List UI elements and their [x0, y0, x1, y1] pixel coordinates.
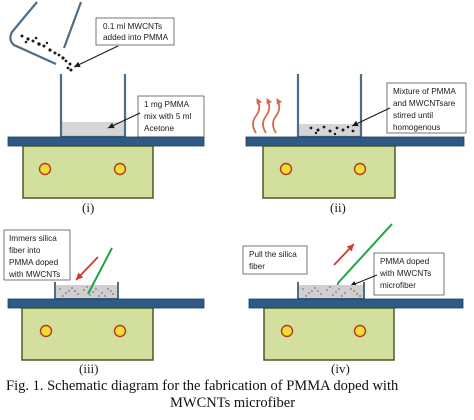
annotation-mwcnts-added: 0.1 ml MWCNTs added into PMMA: [73, 17, 175, 68]
panel-ii: Mixture of PMMA and MWCNTsare stirred un…: [245, 74, 467, 215]
hot-plate: [245, 136, 465, 199]
annotation-line: fiber: [249, 262, 265, 271]
panel-i: 0.1 ml MWCNTs added into PMMA 1 mg PMMA …: [7, 1, 205, 215]
annotation-line: PMMA doped: [9, 258, 59, 267]
caption-line: Fig. 1. Schematic diagram for the fabric…: [6, 378, 399, 394]
silica-fiber: [87, 247, 113, 295]
panel-label: (iv): [331, 361, 350, 376]
dish: [297, 282, 365, 300]
annotation-line: with MWCNTs: [8, 270, 60, 279]
annotation-line: Mixture of PMMA: [393, 87, 456, 96]
annotation-microfiber: PMMA doped with MWCNTs microfiber: [349, 252, 445, 296]
panel-iii: Immers silica fiber into PMMA doped with…: [3, 229, 205, 376]
mwcnt-particles-dispersed: [309, 125, 355, 136]
annotation-line: Immers silica: [9, 234, 57, 243]
hot-plate: [7, 298, 205, 361]
annotation-line: mix with 5 ml: [144, 112, 191, 121]
annotation-line: added into PMMA: [103, 33, 169, 42]
beaker: [296, 74, 363, 139]
caption-line: MWCNTs microfiber: [170, 395, 296, 411]
mwcnt-particles-falling: [20, 34, 73, 72]
annotation-line: fiber into: [9, 246, 41, 255]
immerse-direction-arrow: [75, 256, 99, 281]
annotation-line: PMMA doped: [380, 257, 430, 266]
annotation-line: Pull the silica: [249, 250, 297, 259]
panel-label: (iii): [79, 361, 99, 376]
panel-label: (i): [82, 200, 94, 215]
annotation-mixture: Mixture of PMMA and MWCNTsare stirred un…: [351, 82, 467, 134]
pull-direction-arrow: [333, 243, 355, 266]
pouring-tube: [9, 1, 83, 66]
panel-label: (ii): [330, 200, 346, 215]
annotation-immerse-fiber: Immers silica fiber into PMMA doped with…: [3, 229, 71, 281]
beaker: [59, 74, 127, 139]
annotation-line: stirred until: [393, 111, 433, 120]
annotation-line: 1 mg PMMA: [144, 100, 190, 109]
annotation-line: and MWCNTsare: [393, 99, 456, 108]
dish: [54, 282, 119, 300]
silica-fiber: [337, 223, 393, 284]
annotation-line: 0.1 ml MWCNTs: [103, 22, 162, 31]
annotation-line: with MWCNTs: [379, 269, 431, 278]
hot-plate: [7, 136, 205, 199]
figure-caption: Fig. 1. Schematic diagram for the fabric…: [6, 378, 474, 412]
annotation-line: homogenous: [393, 123, 440, 132]
annotation-line: microfiber: [380, 281, 416, 290]
annotation-line: Acetone: [144, 124, 174, 133]
panel-iv: Pull the silica fiber PMMA doped with MW…: [242, 223, 464, 376]
heat-arrows: [252, 98, 283, 134]
annotation-pull-fiber: Pull the silica fiber: [242, 245, 308, 275]
hot-plate: [248, 298, 464, 361]
